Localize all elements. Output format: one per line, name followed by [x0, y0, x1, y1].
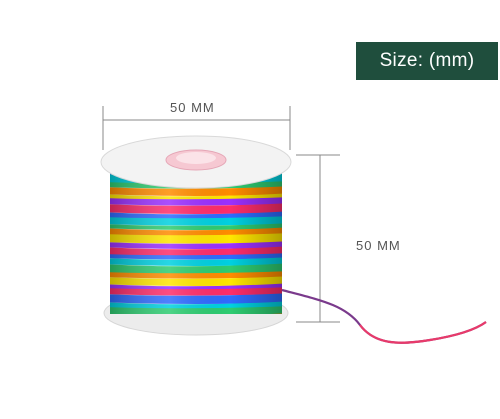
- height-dimension-line: [296, 154, 340, 323]
- size-badge: Size: (mm): [356, 42, 498, 80]
- height-dimension-label: 50 MM: [356, 238, 401, 253]
- spool-hole-inner: [176, 152, 216, 164]
- width-dimension-line: [102, 106, 291, 150]
- width-dimension-label: 50 MM: [170, 100, 215, 115]
- loose-thread-tip: [359, 321, 487, 344]
- size-badge-text: Size: (mm): [379, 50, 475, 71]
